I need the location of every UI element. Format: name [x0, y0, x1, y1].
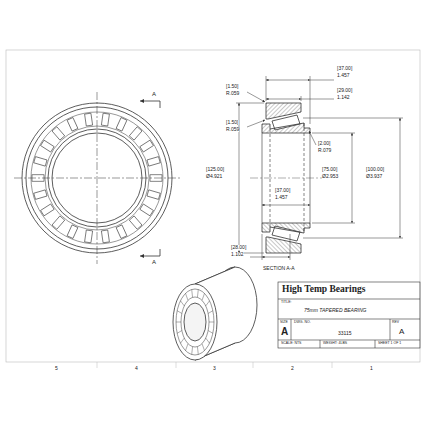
roller [140, 140, 154, 152]
field-label: SIZE [280, 321, 288, 325]
section-arrow [140, 101, 160, 256]
roller [116, 118, 127, 132]
roller [116, 225, 127, 239]
dimension-lines [236, 76, 403, 260]
sheet-frame [6, 50, 420, 362]
zone-number: 1 [370, 366, 373, 371]
dimension: 1.457 [275, 195, 288, 200]
dimension: R.059 [226, 91, 239, 96]
dimension: Ø4.921 [206, 174, 222, 179]
roller [177, 311, 182, 314]
roller [191, 347, 193, 355]
roller [147, 157, 160, 167]
field-label: DWG. NO. [294, 321, 311, 325]
roller [41, 204, 55, 216]
dimension: [28.00] [231, 245, 246, 250]
roller [101, 113, 109, 126]
dimension: [125.00] [206, 167, 224, 172]
zone-number: 3 [213, 366, 216, 371]
field-label: TITLE: [281, 301, 292, 305]
dimension: [37.00] [337, 66, 352, 71]
roller [202, 344, 205, 351]
revision-value: A [399, 328, 404, 336]
roller [197, 290, 199, 298]
roller [206, 301, 210, 306]
title-block [278, 282, 420, 348]
section-letter: A [152, 259, 156, 265]
roller [85, 113, 93, 126]
section-letter: A [152, 91, 156, 97]
roller [67, 118, 78, 132]
dimension: Ø3.937 [366, 174, 382, 179]
drawing-number: 33115 [338, 331, 352, 336]
roller [129, 127, 142, 140]
roller [41, 140, 55, 152]
section-edges [250, 123, 325, 233]
size-value: A [281, 327, 288, 337]
dimension: 1.457 [337, 73, 350, 78]
roller [85, 230, 93, 243]
roller [101, 230, 109, 243]
roller [34, 157, 47, 167]
roller [209, 322, 214, 323]
dimension: 1.102 [231, 252, 244, 257]
drawing-title: 75mm TAPERED BEARING [304, 308, 366, 313]
field-label: SCALE: NTS [281, 342, 301, 346]
front-view [14, 92, 180, 264]
roller [140, 204, 154, 216]
roller [180, 301, 184, 306]
dimension: [37.00] [275, 188, 290, 193]
roller [206, 338, 210, 343]
isometric-view [173, 267, 257, 360]
roller [186, 293, 189, 300]
roller [208, 331, 213, 334]
roller [186, 344, 189, 351]
dimension: [100.00] [366, 167, 384, 172]
roller [147, 190, 160, 200]
view-label: SECTION A-A [263, 266, 295, 271]
roller [176, 322, 181, 323]
dimension: Ø2.953 [322, 174, 338, 179]
roller [129, 216, 142, 229]
dimension: [29.00] [337, 88, 352, 93]
dimension: [75.00] [322, 167, 337, 172]
roller [180, 338, 184, 343]
zone-number: 2 [291, 366, 294, 371]
roller [177, 331, 182, 334]
roller [52, 216, 65, 229]
dimension: [1.50] [226, 84, 239, 89]
roller [208, 311, 213, 314]
zone-number: 5 [55, 366, 58, 371]
field-label: SHEET 1 OF 1 [378, 342, 401, 346]
roller [67, 225, 78, 239]
company-name: High Temp Bearings [282, 285, 365, 295]
field-label: REV [392, 321, 399, 325]
roller [202, 293, 205, 300]
dimension: 1.142 [337, 95, 350, 100]
roller [191, 290, 193, 298]
zone-number: 4 [135, 366, 138, 371]
dimension: R.059 [226, 127, 239, 132]
roller [52, 127, 65, 140]
dimension: R.079 [318, 148, 331, 153]
roller [197, 347, 199, 355]
section-half [262, 103, 310, 133]
dimension: [1.50] [226, 120, 239, 125]
field-label: WEIGHT: 4LBS [323, 342, 347, 346]
dimension: [2.00] [318, 141, 331, 146]
roller [34, 190, 47, 200]
